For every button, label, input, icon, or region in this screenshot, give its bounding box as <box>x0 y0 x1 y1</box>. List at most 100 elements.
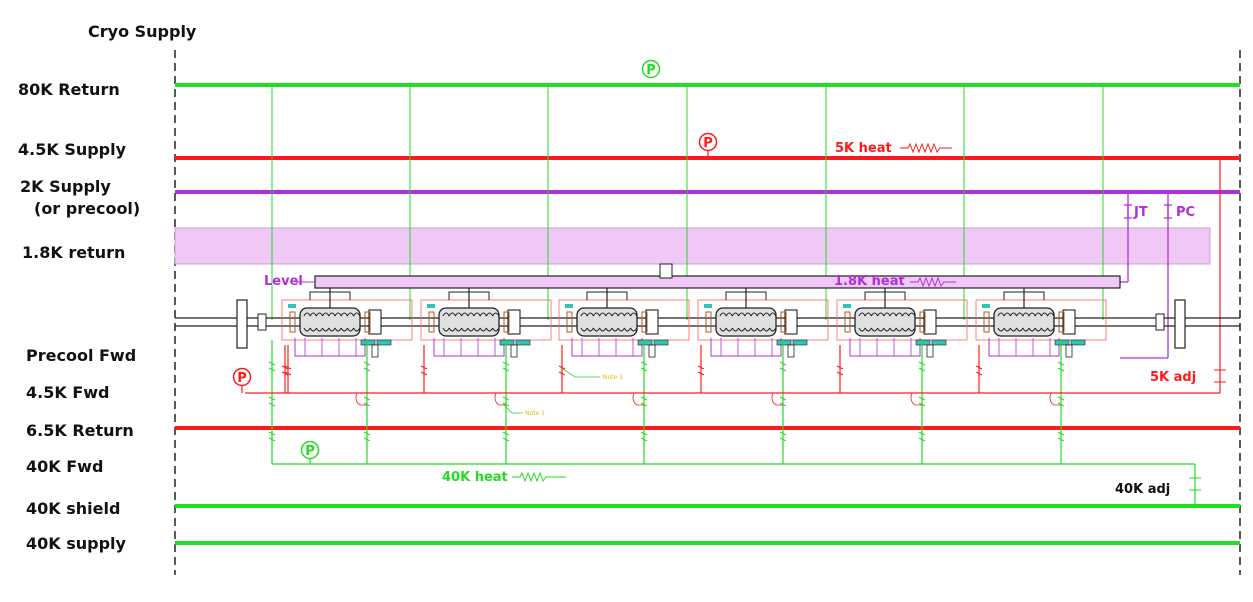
adj-40k-valve-icon <box>1189 477 1201 491</box>
cavity-vessel <box>854 307 916 337</box>
label-precool-fwd: Precool Fwd <box>26 346 136 365</box>
heater-mark-red <box>281 365 289 376</box>
cavity-cells <box>580 312 638 332</box>
flange-brown <box>289 311 296 333</box>
end-flange <box>236 299 248 349</box>
flange-small <box>1155 313 1165 331</box>
heater-mark-green <box>502 431 510 442</box>
coupler-cyan <box>637 339 653 346</box>
pressure-symbol-40k-fwd: P <box>300 440 320 464</box>
flange-brown <box>641 311 648 333</box>
heater-mark-green <box>363 361 371 372</box>
loop-red <box>632 392 644 406</box>
note-2-leader <box>502 403 523 414</box>
coldmass-outline <box>975 299 1107 341</box>
flange-brown <box>780 311 787 333</box>
heater-mark-green <box>1057 361 1065 372</box>
coupler-cyan <box>360 339 376 346</box>
label-2k-precool: (or precool) <box>34 199 140 218</box>
flange-brown <box>566 311 573 333</box>
precool-manifold <box>849 338 921 357</box>
label-40k-shield: 40K shield <box>26 499 120 518</box>
coupler-cyan <box>1070 339 1086 346</box>
jt-label: JT <box>1133 205 1148 220</box>
note-1: Note 1 <box>603 374 623 381</box>
note-2: Note 1 <box>525 410 545 417</box>
loop-red <box>771 392 783 406</box>
cavity-vessel <box>576 307 638 337</box>
flange-cyan <box>982 304 990 308</box>
diagram-title: Cryo Supply <box>88 22 197 41</box>
svg-text:P: P <box>237 371 247 386</box>
coldmass-outline <box>836 299 968 341</box>
coupler-stub <box>371 344 379 358</box>
pressure-symbol-45k-supply: P <box>698 132 718 158</box>
heater-mark-green <box>1057 396 1065 407</box>
heat-5k-label: 5K heat <box>835 141 892 156</box>
label-40k-fwd: 40K Fwd <box>26 457 103 476</box>
coupler-stub <box>1065 344 1073 358</box>
label-18k-return: 1.8K return <box>22 243 125 262</box>
flange-brown <box>1058 311 1065 333</box>
cavity-vessel <box>993 307 1055 337</box>
chimney-bridge <box>448 291 490 300</box>
note-1-leader <box>562 368 600 378</box>
flange-brown <box>919 311 926 333</box>
flange-cyan <box>704 304 712 308</box>
end-flange <box>1174 299 1186 349</box>
heater-40k-icon <box>512 471 566 483</box>
flange-cyan <box>843 304 851 308</box>
heater-mark-red <box>836 365 844 376</box>
interconnect-flange <box>784 309 798 335</box>
loop-red <box>910 392 922 406</box>
coupler-cyan <box>915 339 931 346</box>
label-45k-fwd: 4.5K Fwd <box>26 383 109 402</box>
coupler-cyan <box>1054 339 1070 346</box>
adj-40k-label: 40K adj <box>1115 482 1170 497</box>
heater-mark-green <box>640 431 648 442</box>
heater-mark-green <box>268 396 276 407</box>
label-2k-supply: 2K Supply <box>20 177 111 196</box>
header-gap <box>659 263 673 279</box>
flange-cyan <box>565 304 573 308</box>
heater-mark-green <box>918 361 926 372</box>
loop-red <box>355 392 367 406</box>
interconnect-flange <box>507 309 521 335</box>
level-header <box>314 275 1121 289</box>
svg-text:P: P <box>703 136 713 151</box>
cavity-cells <box>858 312 916 332</box>
cavity-cells <box>719 312 777 332</box>
heater-mark-green <box>363 396 371 407</box>
coupler-stub <box>648 344 656 358</box>
heater-mark-red <box>697 365 705 376</box>
heater-mark-red <box>558 365 566 376</box>
heater-mark-green <box>779 431 787 442</box>
heater-mark-green <box>779 396 787 407</box>
loop-red <box>1049 392 1061 406</box>
coupler-cyan <box>776 339 792 346</box>
adj-5k-valve-icon <box>1214 369 1226 383</box>
cavity-vessel <box>715 307 777 337</box>
coupler-stub <box>787 344 795 358</box>
interconnect-flange <box>645 309 659 335</box>
interconnect-flange <box>368 309 382 335</box>
heater-mark-green <box>268 361 276 372</box>
heater-mark-red <box>975 365 983 376</box>
coldmass-outline <box>420 299 552 341</box>
label-65k-return: 6.5K Return <box>26 421 134 440</box>
heater-mark-red <box>420 365 428 376</box>
pc-label: PC <box>1176 205 1195 220</box>
cavity-vessel <box>438 307 500 337</box>
coupler-stub <box>926 344 934 358</box>
label-80k-return: 80K Return <box>18 80 120 99</box>
precool-manifold <box>433 338 505 357</box>
label-40k-supply: 40K supply <box>26 534 127 553</box>
flange-cyan <box>288 304 296 308</box>
flange-brown <box>503 311 510 333</box>
heater-18k-icon <box>910 276 956 288</box>
flange-brown <box>983 311 990 333</box>
coupler-cyan <box>499 339 515 346</box>
coldmass-outline <box>558 299 690 341</box>
heater-5k-icon <box>900 142 952 154</box>
